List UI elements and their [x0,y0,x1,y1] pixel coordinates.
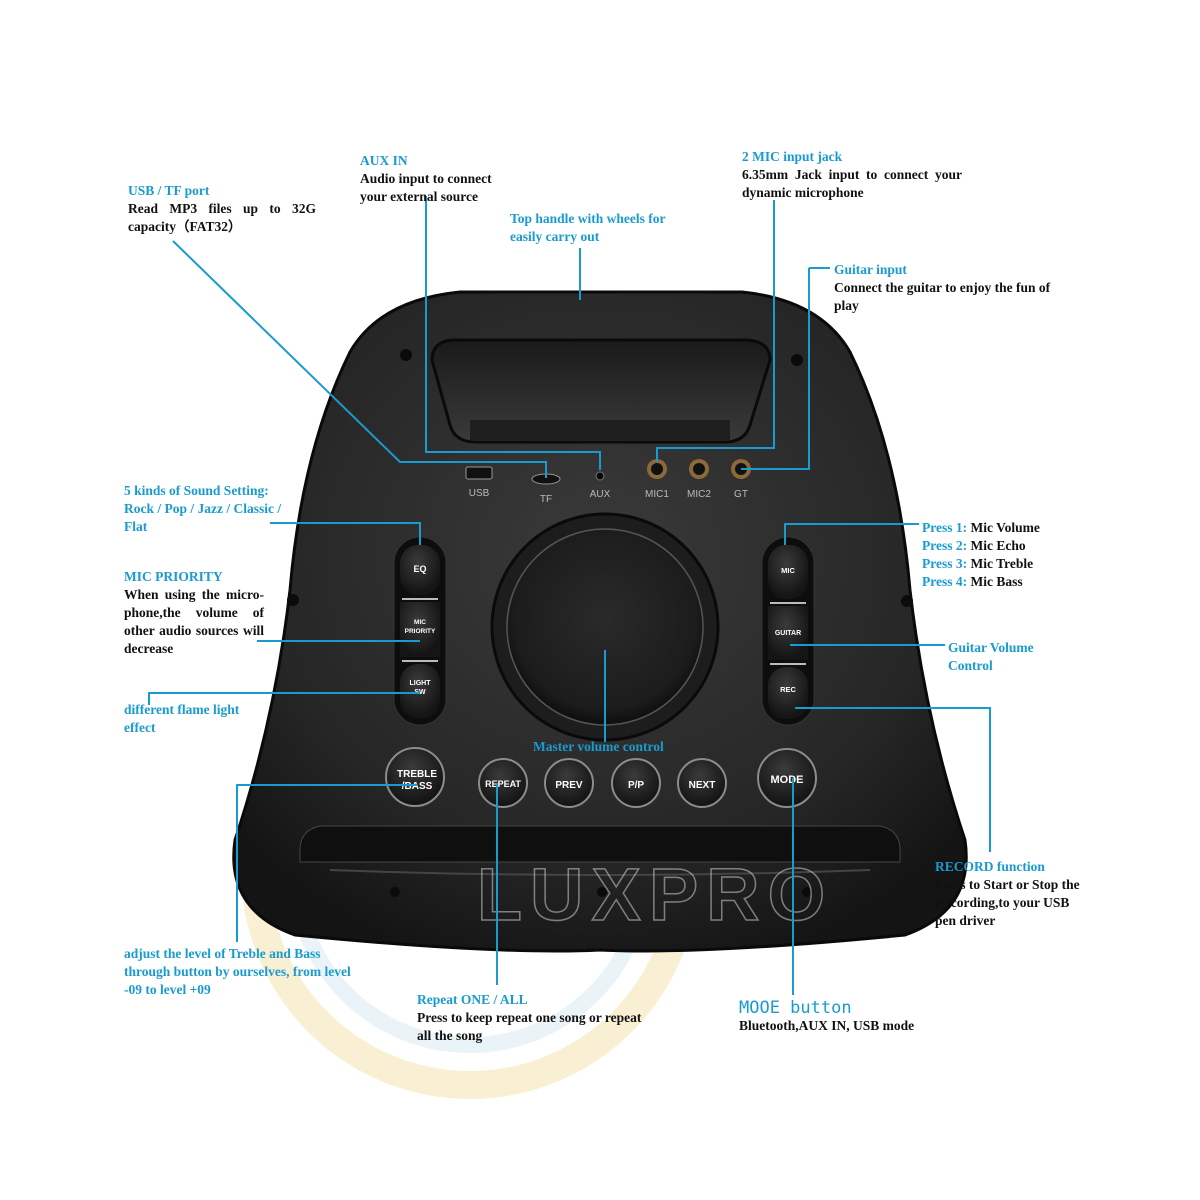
guitar-input-title: Guitar input [834,262,907,277]
bottom-handle [299,825,901,863]
repeat-desc: Press to keep repeat one song or repeat … [417,1010,642,1043]
next-button[interactable]: NEXT [677,758,727,808]
treble-bass-title: adjust the level of Treble and Bass thro… [124,946,351,997]
mic-priority-desc: When using the micro-phone,the volume of… [124,587,264,656]
tf-label: TF [540,494,552,505]
press-list-annotation: Press 1: Mic Volume Press 2: Mic Echo Pr… [922,519,1082,591]
guitar-button[interactable]: GUITAR [768,606,808,660]
mic-button[interactable]: MIC [768,545,808,599]
next-label: NEXT [689,780,716,791]
repeat-annotation: Repeat ONE / ALL Press to keep repeat on… [417,991,643,1045]
mode-desc: Bluetooth,AUX IN, USB mode [739,1018,915,1033]
guitar-input-desc: Connect the guitar to enjoy the fun of p… [834,280,1051,313]
mic-button-label: MIC [781,566,795,575]
mic-jack-title: 2 MIC input jack [742,149,843,164]
light-label-1: LIGHT [410,680,432,687]
record-title: RECORD function [935,859,1045,874]
play-pause-button[interactable]: P/P [611,758,661,808]
top-handle [430,338,772,444]
usb-tf-annotation: USB / TF port Read MP3 files up to 32G c… [128,182,316,236]
mic-priority-button[interactable]: MIC PRIORITY [400,602,440,657]
aux-in-desc: Audio input to connect your external sou… [360,171,492,204]
repeat-title: Repeat ONE / ALL [417,992,528,1007]
rec-button[interactable]: REC [768,667,808,719]
guitar-input-annotation: Guitar input Connect the guitar to enjoy… [834,261,1074,315]
press-item: Press 3: Mic Treble [922,556,1034,571]
mic2-jack[interactable] [689,459,709,479]
treble-label-1: TREBLE [397,769,437,780]
handle-title: Top handle with wheels for easily carry … [510,211,666,244]
mic-jack-annotation: 2 MIC input jack 6.35mm Jack input to co… [742,148,962,202]
mic-priority-label-1: MIC [414,619,426,626]
handle-annotation: Top handle with wheels for easily carry … [510,210,690,246]
usb-label: USB [469,488,490,499]
mode-annotation: MOOE button Bluetooth,AUX IN, USB mode [739,999,959,1035]
flame-light-annotation: different flame light effect [124,701,264,737]
watermark-text: LUXPRO [477,853,833,936]
repeat-label: REPEAT [485,779,521,789]
treble-label-2: /BASS [402,781,433,792]
sound-setting-annotation: 5 kinds of Sound Setting: Rock / Pop / J… [124,482,296,536]
sound-setting-title: 5 kinds of Sound Setting: Rock / Pop / J… [124,483,282,534]
guitar-button-label: GUITAR [775,630,801,637]
mode-label: MODE [771,774,804,786]
master-volume-title: Master volume control [533,739,664,754]
pp-label: P/P [628,780,644,791]
press-item: Press 2: Mic Echo [922,538,1026,553]
usb-port[interactable] [465,466,493,480]
press-item: Press 4: Mic Bass [922,574,1023,589]
mic1-label: MIC1 [645,489,669,500]
record-desc: Press to Start or Stop the Recording,to … [935,877,1080,928]
usb-tf-title: USB / TF port [128,183,210,198]
treble-bass-button[interactable]: TREBLE /BASS [385,747,445,807]
record-annotation: RECORD function Press to Start or Stop t… [935,858,1085,930]
mic2-label: MIC2 [687,489,711,500]
treble-bass-annotation: adjust the level of Treble and Bass thro… [124,945,356,999]
prev-label: PREV [555,780,583,791]
aux-jack[interactable] [595,471,605,481]
gt-label: GT [734,489,748,500]
press-item: Press 1: Mic Volume [922,520,1040,535]
guitar-volume-title: Guitar Volume Control [948,640,1034,673]
light-label-2: SW [414,689,426,696]
eq-button[interactable]: EQ [400,545,440,595]
mic-priority-label-2: PRIORITY [405,628,436,635]
guitar-volume-annotation: Guitar Volume Control [948,639,1058,675]
screw-holes [287,349,913,897]
usb-tf-desc: Read MP3 files up to 32G capacity（FAT32） [128,201,316,234]
mic1-jack[interactable] [647,459,667,479]
rec-button-label: REC [780,685,796,694]
aux-label: AUX [590,489,611,500]
leader-lines [148,196,991,995]
mic-priority-title: MIC PRIORITY [124,569,223,584]
mic-priority-annotation: MIC PRIORITY When using the micro-phone,… [124,568,264,658]
light-sw-button[interactable]: LIGHT SW [400,664,440,718]
mic-jack-desc: 6.35mm Jack input to connect your dynami… [742,167,962,200]
prev-button[interactable]: PREV [544,758,594,808]
aux-in-annotation: AUX IN Audio input to connect your exter… [360,152,520,206]
master-volume-annotation: Master volume control [533,738,693,756]
mode-title: MOOE button [739,998,852,1018]
aux-in-title: AUX IN [360,153,408,168]
repeat-button[interactable]: REPEAT [478,758,528,808]
flame-light-title: different flame light effect [124,702,240,735]
eq-label: EQ [413,564,426,574]
mode-button[interactable]: MODE [757,748,817,808]
